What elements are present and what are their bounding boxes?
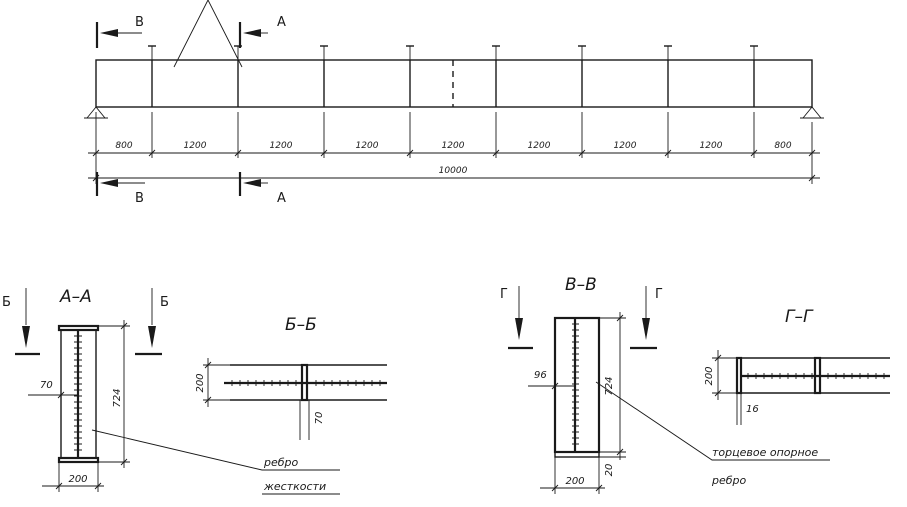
end-plate-leader <box>595 381 830 461</box>
span-dimension-chain: 800 1200 1200 1200 1200 1200 1200 1200 8… <box>88 112 820 158</box>
dim-height-label: 200 <box>704 366 715 385</box>
span-label: 1200 <box>442 141 465 151</box>
weld-hatching <box>572 323 579 445</box>
span-label: 1200 <box>614 141 637 151</box>
dim-bottom-label: 20 <box>604 464 615 477</box>
cut-label: В <box>135 15 144 30</box>
cut-marker-bottom-right: А <box>238 172 286 206</box>
total-length-label: 10000 <box>439 166 468 176</box>
leader-text-line1: ребро <box>263 456 299 469</box>
section-gg: Г–Г 200 16 <box>704 307 890 425</box>
support-right <box>800 106 824 119</box>
dim-height-label: 724 <box>112 388 123 407</box>
span-label: 1200 <box>528 141 551 151</box>
weld-hatching <box>747 373 885 379</box>
stiffener-plate <box>300 363 309 402</box>
dim-height-label: 724 <box>604 376 615 395</box>
overall-dimension: 10000 <box>88 158 820 184</box>
span-label: 1200 <box>700 141 723 151</box>
stiffeners <box>151 60 755 107</box>
top-leader <box>173 0 243 68</box>
dim-offset-label: 16 <box>746 404 759 415</box>
beam-elevation: 800 1200 1200 1200 1200 1200 1200 1200 8… <box>84 0 824 206</box>
section-title: Г–Г <box>785 307 814 327</box>
weld-hatching <box>231 380 381 386</box>
cut-label: Г <box>655 287 663 302</box>
section-title: А–А <box>59 287 92 307</box>
section-title: Б–Б <box>285 315 317 335</box>
bottom-protrusion <box>554 451 600 458</box>
stiffener-leader <box>91 429 340 471</box>
span-label: 800 <box>774 141 791 151</box>
cut-marker-top-left: В <box>95 15 144 48</box>
cut-label: Г <box>500 287 508 302</box>
section-bb: Б–Б 200 70 <box>195 315 387 440</box>
weld-hatching <box>74 335 82 451</box>
section-aa: А–А Б Б 724 70 200 <box>2 287 340 495</box>
dim-left-label: 96 <box>534 370 547 381</box>
dim-offset-label: 70 <box>314 412 325 425</box>
cut-label: А <box>277 191 286 206</box>
span-label: 800 <box>115 141 132 151</box>
beam-outline <box>95 59 813 108</box>
end-plate-profile <box>735 356 743 395</box>
cut-label: Б <box>2 295 11 310</box>
span-label: 1200 <box>184 141 207 151</box>
leader-text-line1: торцевое опорное <box>712 446 818 459</box>
dim-width-label: 200 <box>68 474 87 485</box>
leader-text-line2: ребро <box>711 474 747 487</box>
section-title: В–В <box>565 275 597 295</box>
dim-left-label: 70 <box>40 380 53 391</box>
cut-marker-top-right: А <box>238 15 286 48</box>
dim-width-label: 200 <box>565 476 584 487</box>
dim-height-label: 200 <box>195 373 206 392</box>
span-label: 1200 <box>356 141 379 151</box>
cut-marker-bottom-left: В <box>95 172 145 206</box>
load-markers <box>148 45 758 60</box>
stiffener-plate <box>813 356 822 395</box>
cut-label: Б <box>160 295 169 310</box>
section-vv: В–В Г Г 724 20 96 200 <box>500 275 830 494</box>
cut-label: В <box>135 191 144 206</box>
cut-label: А <box>277 15 286 30</box>
span-label: 1200 <box>270 141 293 151</box>
leader-text-line2: жесткости <box>263 480 326 493</box>
